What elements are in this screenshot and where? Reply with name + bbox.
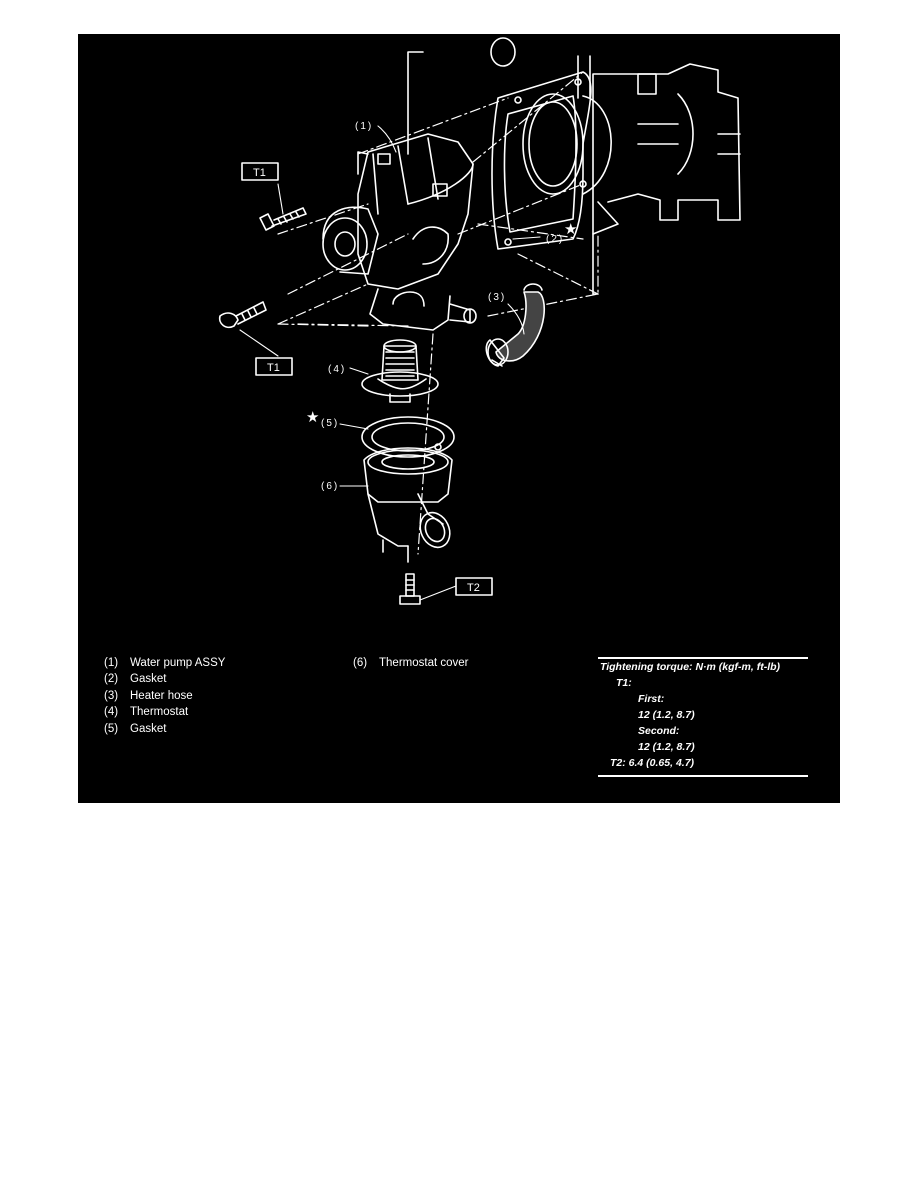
heater-hose-shape <box>485 283 546 367</box>
callout-2: (2) <box>546 234 564 245</box>
exploded-view-drawing: (1) (2) (3) (4) (5) (6) ★ ★ T1 T1 T2 <box>218 37 741 605</box>
legend-item: (5)Gasket <box>104 722 167 735</box>
legend-item: (4)Thermostat <box>104 706 189 719</box>
parts-legend-right: (6)Thermostat cover <box>353 655 468 671</box>
t1-upper-tag: T1 <box>253 167 266 179</box>
gasket-5-shape <box>361 416 455 458</box>
t2-tag-box <box>455 577 493 596</box>
bottom-rule <box>598 775 808 777</box>
water-pump-shape <box>322 133 477 331</box>
upper-bolt-shape <box>259 207 307 231</box>
legend-item: (6)Thermostat cover <box>353 657 469 669</box>
t1-lower-tag-box <box>255 357 293 376</box>
legend-item: (1)Water pump ASSY <box>104 657 226 669</box>
torque-title: Tightening torque: N·m (kgf-m, ft-lb) <box>600 661 781 673</box>
t2-bolt-shape <box>399 573 421 605</box>
callout-1: (1) <box>355 121 373 132</box>
gasket-2-shape <box>491 71 612 250</box>
callout-3: (3) <box>488 292 506 303</box>
thermostat-shape <box>361 339 439 403</box>
second-label: Second: <box>638 725 680 737</box>
first-label: First: <box>638 693 665 705</box>
second-value: 12 (1.2, 8.7) <box>638 741 695 753</box>
torque-spec-box: Tightening torque: N·m (kgf-m, ft-lb) T1… <box>598 657 808 777</box>
legend-item: (2)Gasket <box>104 673 167 686</box>
thermostat-cover-shape <box>363 447 453 563</box>
legend-item: (3)Heater hose <box>104 689 193 702</box>
t1-upper-tag-box <box>241 162 279 181</box>
first-value: 12 (1.2, 8.7) <box>638 709 695 721</box>
alignment-lines <box>277 71 599 555</box>
engine-block <box>407 37 741 295</box>
replace-star-icon: ★ <box>564 220 577 238</box>
top-rule <box>598 657 808 659</box>
t2-tag: T2 <box>467 582 480 594</box>
callout-5: (5) <box>321 418 339 429</box>
diagram-panel: (1) (2) (3) (4) (5) (6) ★ ★ T1 T1 T2 (1)… <box>78 34 840 803</box>
leader-lines <box>239 125 541 601</box>
t2-line: T2: 6.4 (0.65, 4.7) <box>610 757 695 769</box>
lower-bolt-shape <box>218 301 267 329</box>
t1-lower-tag: T1 <box>267 362 280 374</box>
parts-legend-left: (1)Water pump ASSY (2)Gasket (3)Heater h… <box>104 655 225 737</box>
replace-star-icon: ★ <box>306 408 319 426</box>
callout-4: (4) <box>328 364 346 375</box>
t1-label: T1: <box>616 677 632 689</box>
callout-6: (6) <box>321 481 339 492</box>
